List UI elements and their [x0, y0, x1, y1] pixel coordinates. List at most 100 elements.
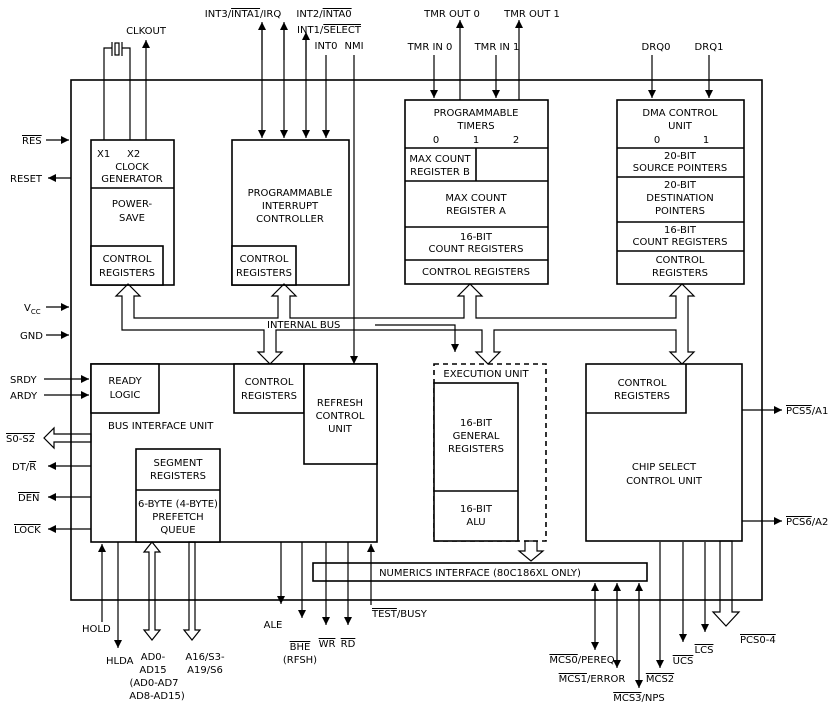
tcnt-1: 16-BIT — [460, 232, 493, 243]
tmr-out1-label: TMR OUT 1 — [503, 9, 560, 20]
timer-0-label: 0 — [433, 135, 439, 146]
pic-ctrl-2: REGISTERS — [236, 268, 292, 279]
seg-2: REGISTERS — [150, 471, 206, 482]
hlda-label: HLDA — [106, 656, 134, 667]
den-label: DEN — [18, 493, 40, 504]
refresh-1: REFRESH — [317, 398, 363, 409]
a16-label: A16/S3- — [185, 652, 225, 663]
execution-unit: EXECUTION UNIT 16-BIT GENERAL REGISTERS … — [433, 363, 547, 562]
eu-gr-2: GENERAL — [453, 431, 500, 442]
eu-alu-2: ALU — [466, 517, 485, 528]
timers-title-1: PROGRAMMABLE — [434, 108, 519, 119]
res-label: RES — [22, 136, 42, 147]
biu-ctrl-2: REGISTERS — [241, 391, 297, 402]
power-save-1: POWER- — [112, 199, 153, 210]
internal-bus-label: INTERNAL BUS — [267, 320, 340, 331]
dma-src-2: SOURCE POINTERS — [633, 163, 728, 174]
internal-bus: INTERNAL BUS — [114, 283, 696, 365]
bottom-right-pins: MCS0/PEREQ MCS1/ERROR MCS3/NPS MCS2 UCS … — [549, 540, 776, 704]
dma-ctrl-1: CONTROL — [656, 255, 705, 266]
numerics-label: NUMERICS INTERFACE (80C186XL ONLY) — [379, 568, 581, 579]
maxb-2: REGISTER B — [410, 167, 470, 178]
refresh-2: CONTROL — [316, 411, 365, 422]
tmr-out0-label: TMR OUT 0 — [423, 9, 480, 20]
timers-block: PROGRAMMABLE TIMERS 0 1 2 MAX COUNT REGI… — [404, 99, 549, 285]
wr-label: WR — [319, 639, 336, 650]
clock-ctrl-2: REGISTERS — [99, 268, 155, 279]
ready-1: READY — [108, 376, 142, 387]
pq-3: QUEUE — [160, 525, 195, 536]
dma-1-label: 1 — [703, 135, 709, 146]
pcs5-label: PCS5/A1 — [786, 406, 828, 417]
dma-title-2: UNIT — [668, 121, 693, 132]
hold-label: HOLD — [82, 624, 111, 635]
ready-2: LOGIC — [110, 390, 141, 401]
test-label: TEST/BUSY — [371, 609, 428, 620]
ad07-label: (AD0-AD7 — [129, 678, 178, 689]
nmi-label: NMI — [344, 41, 363, 52]
pq-2: PREFETCH — [152, 512, 203, 523]
dma-cnt-1: 16-BIT — [664, 225, 697, 236]
biu-title: BUS INTERFACE UNIT — [108, 421, 214, 432]
top-pins: CLKOUT INT3/INTA1/IRQ INT2/INTA0 INT1/SE… — [126, 9, 723, 364]
lcs-label: LCS — [695, 645, 714, 656]
dma-title-1: DMA CONTROL — [642, 108, 718, 119]
tmr-in0-label: TMR IN 0 — [407, 42, 453, 53]
tmr-in1-label: TMR IN 1 — [474, 42, 520, 53]
pic-title-2: INTERRUPT — [262, 201, 319, 212]
csu-ctrl-1: CONTROL — [618, 378, 667, 389]
clock-generator-block: X1 X2 CLOCK GENERATOR POWER- SAVE CONTRO… — [90, 139, 175, 286]
bottom-left-pins: HOLD HLDA AD0- AD15 (AD0-AD7 AD8-AD15) A… — [82, 541, 428, 702]
x2-label: X2 — [127, 149, 140, 160]
clock-title-1: CLOCK — [115, 162, 149, 173]
crystal-icon — [103, 42, 131, 140]
bhe-label: BHE — [290, 642, 311, 653]
timer-1-label: 1 — [473, 135, 479, 146]
refresh-3: UNIT — [328, 424, 353, 435]
mcs1-label: MCS1/ERROR — [559, 674, 626, 685]
s0s2-label: S0-S2 — [6, 434, 35, 445]
csu-title-1: CHIP SELECT — [632, 462, 697, 473]
dma-src-1: 20-BIT — [664, 151, 697, 162]
dma-ctrl-2: REGISTERS — [652, 268, 708, 279]
dtr-label: DT/R — [12, 462, 36, 473]
rd-label: RD — [341, 639, 356, 650]
maxa-2: REGISTER A — [446, 206, 506, 217]
bus-interface-unit: READY LOGIC CONTROL REGISTERS REFRESH CO… — [90, 363, 378, 543]
dma-dst-2: DESTINATION — [646, 193, 713, 204]
dma-0-label: 0 — [654, 135, 660, 146]
ardy-label: ARDY — [10, 391, 38, 402]
clock-ctrl-1: CONTROL — [103, 254, 152, 265]
ucs-label: UCS — [673, 656, 694, 667]
drq1-label: DRQ1 — [695, 42, 724, 53]
eu-alu-1: 16-BIT — [460, 504, 493, 515]
tcnt-2: COUNT REGISTERS — [429, 244, 524, 255]
chip-outline — [70, 79, 763, 601]
mcs0-label: MCS0/PEREQ — [549, 655, 614, 666]
pcs04-label: PCS0-4 — [740, 635, 776, 646]
mcs2-label: MCS2 — [646, 674, 674, 685]
lock-label: LOCK — [14, 525, 41, 536]
power-save-2: SAVE — [119, 213, 145, 224]
dma-cnt-2: COUNT REGISTERS — [633, 237, 728, 248]
srdy-label: SRDY — [10, 375, 37, 386]
chip-select-unit: CONTROL REGISTERS CHIP SELECT CONTROL UN… — [585, 363, 743, 542]
int1-label: INT1/SELECT — [297, 25, 362, 36]
eu-gr-1: 16-BIT — [460, 418, 493, 429]
int3-label: INT3/INTA1/IRQ — [205, 9, 282, 20]
dma-dst-3: POINTERS — [655, 206, 705, 217]
pq-1: 6-BYTE (4-BYTE) — [138, 499, 218, 510]
int2-label: INT2/INTA0 — [296, 9, 351, 20]
mcs3-label: MCS3/NPS — [613, 693, 665, 704]
maxb-1: MAX COUNT — [409, 154, 471, 165]
maxa-1: MAX COUNT — [445, 193, 507, 204]
timers-title-2: TIMERS — [456, 121, 494, 132]
eu-title: EXECUTION UNIT — [443, 369, 529, 380]
pcs6-label: PCS6/A2 — [786, 517, 828, 528]
timer-2-label: 2 — [513, 135, 519, 146]
gnd-label: GND — [20, 331, 43, 342]
dma-block: DMA CONTROL UNIT 0 1 20-BIT SOURCE POINT… — [616, 99, 745, 285]
ad815-label: AD8-AD15) — [129, 691, 185, 702]
clkout-label: CLKOUT — [126, 26, 167, 37]
